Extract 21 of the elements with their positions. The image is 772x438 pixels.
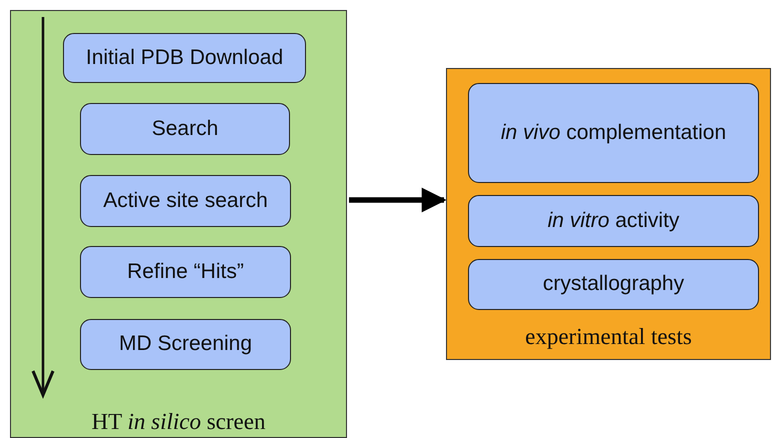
panel-title: HT in silico screen: [90, 409, 266, 435]
process-box: [80, 319, 291, 370]
process-box: [468, 83, 759, 183]
group-panel: [446, 68, 771, 360]
step-label: in vitro activity: [548, 208, 680, 234]
process-box: [80, 246, 291, 298]
step-label: in vivo complementation: [500, 120, 726, 146]
step-label: Initial PDB Download: [86, 44, 284, 71]
step-label: Search: [152, 116, 218, 142]
process-box: [63, 33, 306, 83]
step-label: Refine “Hits”: [127, 258, 244, 285]
panel-title: experimental tests: [524, 324, 693, 350]
process-box: [80, 103, 290, 155]
arrow: [349, 188, 446, 212]
step-label: Active site search: [103, 188, 268, 214]
process-box: [468, 259, 759, 310]
process-box: [80, 175, 291, 227]
step-label: crystallography: [542, 271, 684, 298]
step-label: MD Screening: [118, 331, 252, 358]
process-box: [468, 195, 759, 247]
group-panel: [10, 10, 347, 438]
